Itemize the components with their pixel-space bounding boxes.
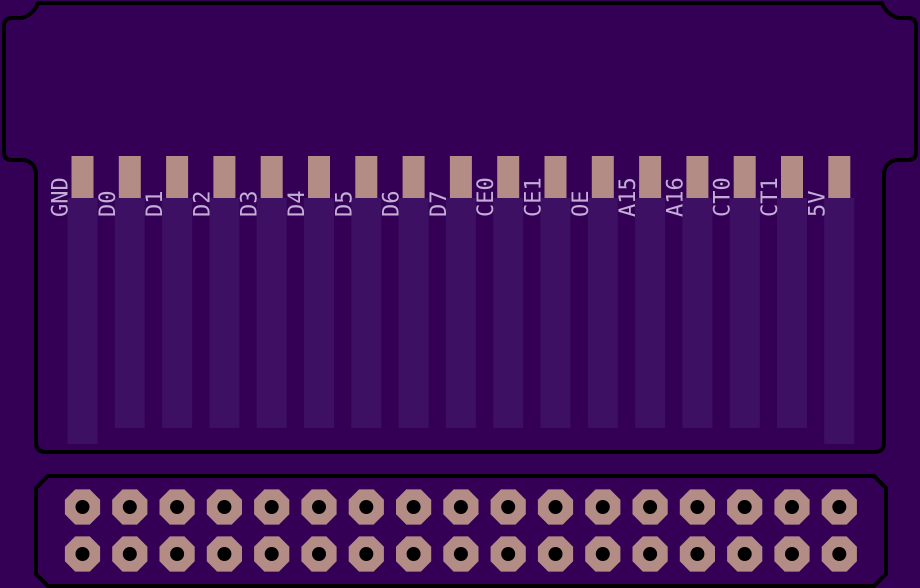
edge-pad xyxy=(828,156,851,198)
pin-label: 5V xyxy=(805,191,830,218)
drill-hole xyxy=(264,547,279,561)
pin-label: GND xyxy=(49,177,74,217)
pin-label: D3 xyxy=(238,191,263,218)
trace xyxy=(729,198,760,428)
edge-pad xyxy=(733,156,756,198)
trace xyxy=(162,198,193,428)
drill-hole xyxy=(359,500,374,514)
drill-hole xyxy=(312,547,326,561)
trace xyxy=(540,198,571,428)
pin-label: D2 xyxy=(190,191,215,218)
drill-hole xyxy=(595,500,610,514)
drill-hole xyxy=(690,500,705,514)
pin-label: A15 xyxy=(616,177,641,217)
edge-pad xyxy=(213,156,236,198)
drill-hole xyxy=(359,547,374,561)
drill-hole xyxy=(264,500,279,514)
trace xyxy=(635,198,666,428)
drill-hole xyxy=(170,500,185,514)
trace xyxy=(682,198,713,428)
drill-hole xyxy=(122,500,137,514)
trace xyxy=(398,198,429,428)
pin-label: D4 xyxy=(285,191,310,218)
edge-pad xyxy=(497,156,520,198)
drill-hole xyxy=(75,547,90,561)
drill-hole xyxy=(501,500,516,514)
drill-hole xyxy=(643,547,658,561)
edge-pad xyxy=(355,156,378,198)
pin-label: D7 xyxy=(427,191,452,218)
drill-hole xyxy=(75,500,90,514)
edge-pad xyxy=(260,156,283,198)
trace xyxy=(493,198,524,428)
trace xyxy=(67,198,98,444)
edge-pad xyxy=(449,156,472,198)
drill-hole xyxy=(548,500,563,514)
board-outline-bottom xyxy=(34,474,888,588)
pin-label: CE1 xyxy=(522,177,547,217)
drill-hole xyxy=(501,547,516,561)
trace xyxy=(351,198,382,428)
drill-hole xyxy=(453,500,468,514)
drill-hole xyxy=(832,500,847,514)
trace xyxy=(209,198,240,428)
drill-hole xyxy=(690,547,705,561)
drill-hole xyxy=(548,547,563,561)
drill-hole xyxy=(643,500,658,514)
pin-label: CE0 xyxy=(474,177,499,217)
pin-label: A16 xyxy=(663,177,688,217)
edge-pad xyxy=(639,156,662,198)
drill-hole xyxy=(737,547,752,561)
edge-pad xyxy=(402,156,425,198)
trace xyxy=(824,198,855,444)
drill-hole xyxy=(785,547,799,561)
drill-hole xyxy=(217,547,232,561)
edge-pad xyxy=(544,156,567,198)
edge-pad xyxy=(686,156,709,198)
trace xyxy=(304,198,334,428)
drill-hole xyxy=(170,547,185,561)
edge-pad xyxy=(591,156,614,198)
drill-hole xyxy=(406,500,421,514)
drill-hole xyxy=(122,547,137,561)
pin-label: CT0 xyxy=(711,177,736,217)
drill-hole xyxy=(312,500,326,514)
edge-pad xyxy=(71,156,94,198)
drill-hole xyxy=(453,547,468,561)
edge-pad xyxy=(118,156,141,198)
drill-hole xyxy=(595,547,610,561)
board-outline-top xyxy=(2,1,918,454)
edge-pad xyxy=(308,156,330,198)
edge-pad xyxy=(166,156,189,198)
drill-hole xyxy=(217,500,232,514)
pin-label: D1 xyxy=(143,191,168,218)
trace xyxy=(777,198,807,428)
drill-hole xyxy=(737,500,752,514)
edge-pad xyxy=(781,156,803,198)
drill-hole xyxy=(832,547,847,561)
trace xyxy=(256,198,287,428)
pin-label: D5 xyxy=(332,191,357,218)
pin-label: OE xyxy=(569,191,594,218)
pin-label: CT1 xyxy=(758,177,783,217)
trace xyxy=(587,198,618,428)
drill-hole xyxy=(785,500,799,514)
trace xyxy=(445,198,476,428)
drill-hole xyxy=(406,547,421,561)
pin-label: D6 xyxy=(380,191,405,218)
pin-label: D0 xyxy=(96,191,121,218)
trace xyxy=(114,198,145,428)
